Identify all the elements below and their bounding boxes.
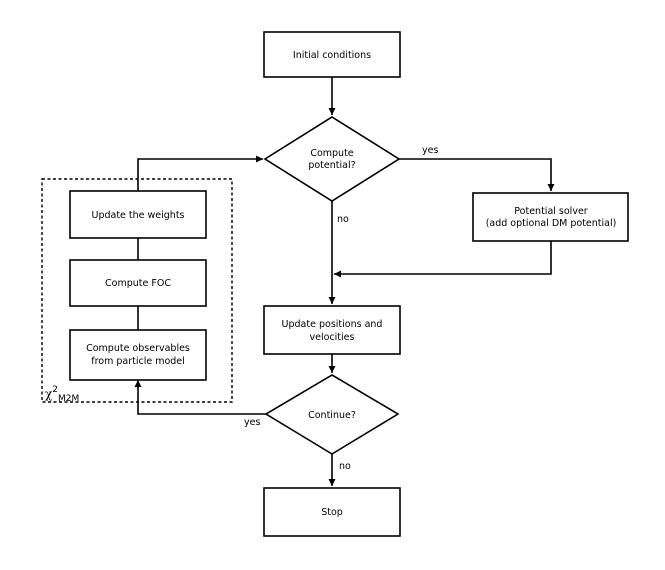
svg-text:velocities: velocities (310, 332, 355, 343)
svg-text:Compute observables: Compute observables (86, 343, 190, 354)
svg-text:Compute FOC: Compute FOC (105, 278, 171, 289)
svg-text:Potential solver: Potential solver (514, 206, 588, 217)
m2m-group-label: χ2M2M (45, 385, 79, 404)
node-potential-solver: Potential solver (add optional DM potent… (472, 192, 629, 242)
edge-potential-yes (399, 158, 555, 191)
edge-weights-to-potential (137, 155, 263, 191)
node-initial-conditions: Initial conditions (263, 31, 401, 78)
edge-continue-yes (134, 380, 266, 415)
label-continue-no: no (339, 461, 351, 472)
svg-text:Update positions and: Update positions and (282, 319, 383, 330)
label-potential-yes: yes (422, 145, 438, 156)
node-stop: Stop (263, 487, 401, 537)
svg-text:potential?: potential? (308, 160, 355, 171)
svg-text:Initial conditions: Initial conditions (293, 50, 371, 61)
svg-text:(add optional DM potential): (add optional DM potential) (486, 218, 617, 229)
node-compute-observables: Compute observables from particle model (69, 329, 207, 381)
node-continue: Continue? (264, 374, 400, 455)
svg-text:from particle model: from particle model (91, 356, 185, 367)
m2m-group-border (41, 178, 233, 403)
svg-text:Stop: Stop (321, 507, 343, 518)
node-update-weights: Update the weights (69, 190, 207, 239)
svg-text:Continue?: Continue? (308, 410, 356, 421)
edge-solver-to-merge (334, 241, 552, 278)
svg-text:Update the weights: Update the weights (91, 210, 184, 221)
svg-text:Compute: Compute (310, 148, 353, 159)
label-continue-yes: yes (244, 417, 260, 428)
label-potential-no: no (337, 214, 349, 225)
node-compute-potential: Compute potential? (263, 116, 401, 202)
node-compute-foc: Compute FOC (69, 259, 207, 307)
node-update-positions: Update positions and velocities (263, 305, 401, 355)
